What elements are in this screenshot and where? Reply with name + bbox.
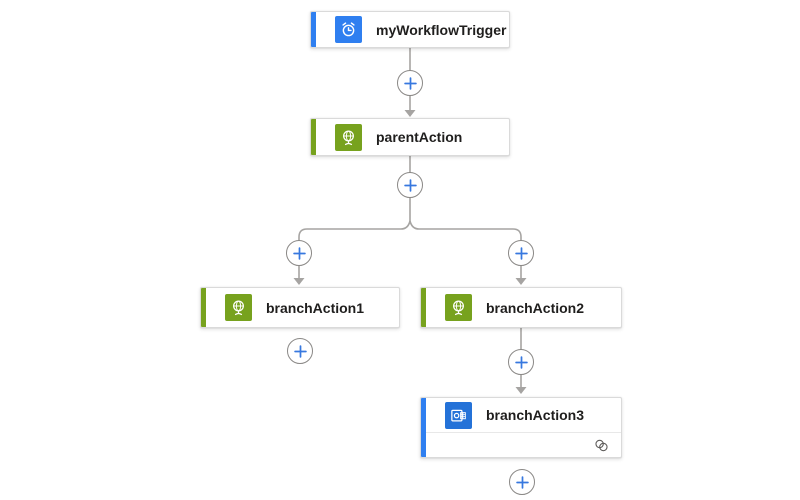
http-globe-icon	[335, 123, 362, 151]
add-step-button[interactable]	[286, 240, 312, 266]
outlook-icon	[445, 401, 472, 429]
add-step-button[interactable]	[397, 172, 423, 198]
node-title: parentAction	[376, 129, 463, 145]
add-step-button[interactable]	[508, 240, 534, 266]
node-title: myWorkflowTrigger	[376, 21, 507, 38]
add-step-button[interactable]	[509, 469, 535, 495]
add-step-button[interactable]	[508, 349, 534, 375]
connection-icon[interactable]	[593, 438, 610, 453]
node-title: branchAction1	[266, 299, 365, 316]
http-globe-icon	[225, 294, 252, 321]
accent-bar	[421, 288, 426, 327]
accent-bar	[201, 288, 206, 327]
workflow-node-trigger[interactable]: myWorkflowTrigger	[310, 11, 510, 48]
node-title: branchAction2	[486, 299, 585, 316]
accent-bar	[311, 12, 316, 47]
node-footer	[426, 432, 621, 457]
workflow-node-branchaction1[interactable]: branchAction1	[200, 287, 400, 328]
accent-bar	[421, 398, 426, 457]
workflow-node-parentaction[interactable]: parentAction	[310, 118, 510, 156]
node-title: branchAction3	[486, 407, 585, 423]
add-step-button[interactable]	[287, 338, 313, 364]
add-step-button[interactable]	[397, 70, 423, 96]
workflow-node-branchaction2[interactable]: branchAction2	[420, 287, 622, 328]
http-globe-icon	[445, 294, 472, 321]
recurrence-clock-icon	[335, 16, 362, 43]
workflow-node-branchaction3[interactable]: branchAction3	[420, 397, 622, 458]
accent-bar	[311, 119, 316, 155]
